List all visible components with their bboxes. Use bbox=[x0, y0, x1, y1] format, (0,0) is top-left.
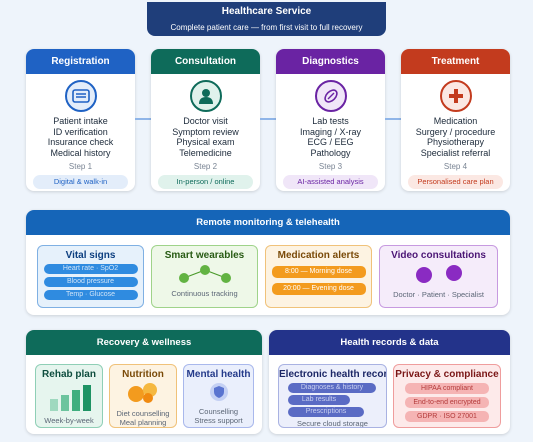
id-card-icon bbox=[64, 80, 97, 112]
step-number: Step 2 bbox=[193, 162, 218, 171]
step-title: Diagnostics bbox=[276, 49, 385, 74]
vital-line: Blood pressure bbox=[43, 277, 138, 287]
card-title: Smart wearables bbox=[164, 250, 245, 261]
record-line: Diagnoses & history bbox=[288, 383, 376, 393]
recovery-wellness-panel: Recovery & wellness Rehab plan Week-by-w… bbox=[26, 330, 262, 434]
step-item: Surgery / procedure bbox=[415, 126, 496, 137]
step-item: Imaging / X-ray bbox=[299, 126, 362, 137]
card-title: Privacy & compliance bbox=[395, 369, 499, 380]
vital-signs-card: Vital signs Heart rate · SpO2 Blood pres… bbox=[37, 245, 144, 308]
card-caption: Doctor · Patient · Specialist bbox=[393, 290, 484, 299]
step-tag: In-person / online bbox=[158, 175, 253, 189]
step-title: Registration bbox=[26, 49, 135, 74]
compliance-line: End-to-end encrypted bbox=[405, 397, 489, 408]
step-card-consultation: Consultation Doctor visit Symptom review… bbox=[151, 49, 260, 191]
health-records-panel: Health records & data Electronic health … bbox=[269, 330, 510, 434]
step-item: Telemedicine bbox=[179, 147, 232, 158]
panel-title: Health records & data bbox=[269, 330, 510, 355]
card-title: Nutrition bbox=[122, 369, 164, 380]
step-item: ID verification bbox=[53, 126, 108, 137]
step-item: Lab tests bbox=[312, 116, 349, 126]
card-caption: Diet counselling bbox=[116, 409, 170, 418]
header-banner: Healthcare Service Complete patient care… bbox=[147, 2, 386, 36]
step-item: Medical history bbox=[50, 147, 111, 158]
vital-line: Temp · Glucose bbox=[43, 290, 138, 300]
card-title: Electronic health record bbox=[279, 369, 387, 380]
step-item: Insurance check bbox=[47, 137, 114, 147]
video-call-icon bbox=[415, 265, 462, 283]
step-item: Physiotherapy bbox=[426, 137, 485, 147]
step-item: Symptom review bbox=[172, 126, 239, 137]
compliance-line: HIPAA compliant bbox=[405, 383, 489, 394]
smart-wearables-card: Smart wearables Continuous tracking bbox=[151, 245, 258, 308]
mental-health-card: Mental health Counselling Stress support bbox=[183, 364, 254, 428]
card-caption: Meal planning bbox=[119, 418, 167, 427]
alert-line: 20:00 — Evening dose bbox=[271, 283, 366, 295]
step-item: Physical exam bbox=[176, 137, 235, 147]
step-card-registration: Registration Patient intake ID verificat… bbox=[26, 49, 135, 191]
step-tag: AI-assisted analysis bbox=[283, 175, 378, 189]
card-caption: Stress support bbox=[194, 416, 243, 425]
step-item: Pathology bbox=[310, 147, 351, 158]
record-line: Prescriptions bbox=[288, 407, 364, 417]
privacy-compliance-card: Privacy & compliance HIPAA compliant End… bbox=[393, 364, 501, 428]
step-number: Step 3 bbox=[318, 162, 343, 171]
step-card-diagnostics: Diagnostics Lab tests Imaging / X-ray EC… bbox=[276, 49, 385, 191]
doctor-icon bbox=[189, 80, 222, 112]
page-title: Healthcare Service bbox=[221, 6, 312, 17]
medical-cross-icon bbox=[439, 80, 472, 112]
nutrition-card: Nutrition Diet counselling Meal planning bbox=[109, 364, 177, 428]
wearables-network-icon bbox=[178, 265, 231, 283]
card-caption: Counselling bbox=[198, 407, 239, 416]
card-caption: Week-by-week bbox=[44, 416, 94, 425]
card-title: Video consultations bbox=[391, 250, 486, 261]
card-title: Vital signs bbox=[65, 250, 116, 261]
step-title: Treatment bbox=[401, 49, 510, 74]
rehab-plan-card: Rehab plan Week-by-week bbox=[35, 364, 103, 428]
electronic-health-record-card: Electronic health record Diagnoses & his… bbox=[278, 364, 387, 428]
shield-icon bbox=[209, 383, 228, 401]
card-caption: Secure cloud storage bbox=[297, 419, 368, 428]
rehab-progress-bars bbox=[50, 385, 91, 411]
step-item: Medication bbox=[433, 116, 478, 126]
card-title: Mental health bbox=[186, 369, 251, 380]
card-caption: Continuous tracking bbox=[171, 289, 238, 298]
step-tag: Digital & walk-in bbox=[33, 175, 128, 189]
step-item: Patient intake bbox=[53, 116, 108, 126]
alert-line: 8:00 — Morning dose bbox=[271, 266, 366, 278]
video-consultations-card: Video consultations Doctor · Patient · S… bbox=[379, 245, 498, 308]
panel-title: Recovery & wellness bbox=[26, 330, 262, 355]
step-title: Consultation bbox=[151, 49, 260, 74]
step-item: Doctor visit bbox=[183, 116, 228, 126]
step-number: Step 4 bbox=[443, 162, 468, 171]
card-title: Rehab plan bbox=[42, 369, 96, 380]
compliance-line: GDPR · ISO 27001 bbox=[405, 411, 489, 422]
step-tag: Personalised care plan bbox=[408, 175, 503, 189]
step-number: Step 1 bbox=[68, 162, 93, 171]
medication-alerts-card: Medication alerts 8:00 — Morning dose 20… bbox=[265, 245, 372, 308]
step-item: Specialist referral bbox=[420, 147, 491, 158]
step-card-treatment: Treatment Medication Surgery / procedure… bbox=[401, 49, 510, 191]
panel-title: Remote monitoring & telehealth bbox=[26, 210, 510, 235]
record-line: Lab results bbox=[288, 395, 350, 405]
step-item: ECG / EEG bbox=[307, 137, 354, 147]
vital-line: Heart rate · SpO2 bbox=[43, 264, 138, 274]
pill-icon bbox=[314, 80, 347, 112]
fruit-icon bbox=[128, 383, 157, 403]
card-title: Medication alerts bbox=[277, 250, 360, 261]
page-subtitle: Complete patient care — from first visit… bbox=[170, 23, 363, 32]
remote-monitoring-panel: Remote monitoring & telehealth Vital sig… bbox=[26, 210, 510, 315]
